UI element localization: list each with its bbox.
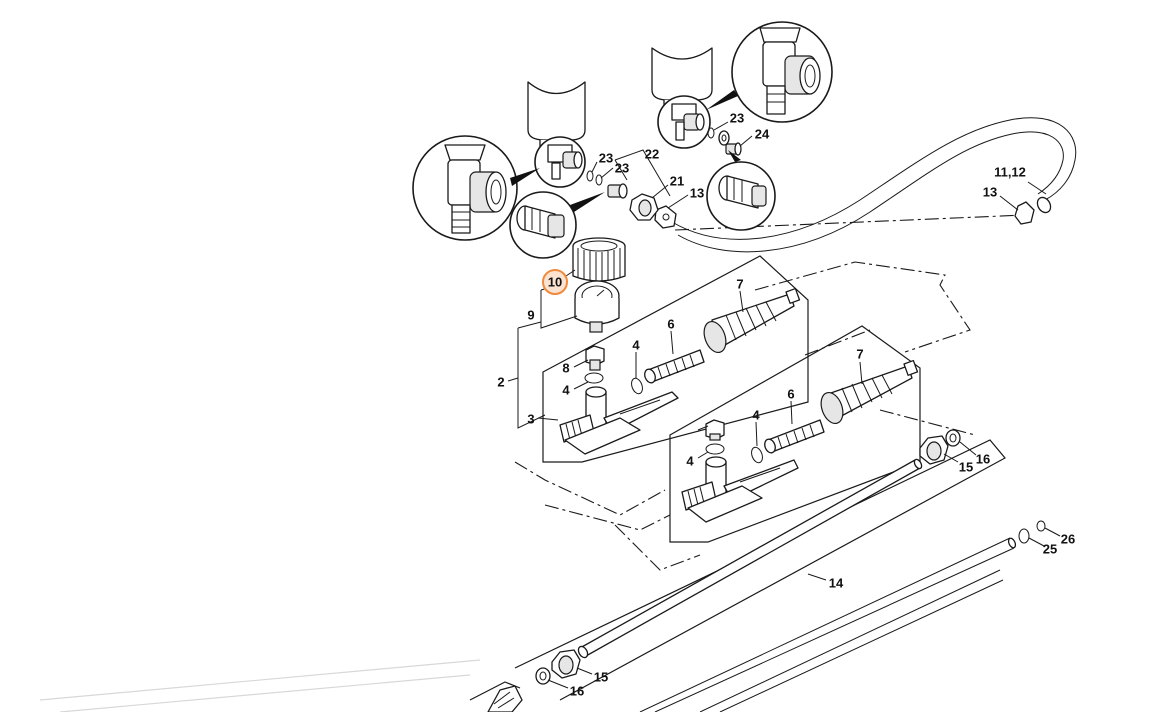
callout-9[interactable]: 9 bbox=[527, 308, 534, 323]
callout-11-12[interactable]: 11,12 bbox=[994, 165, 1026, 180]
o-rings-23-left bbox=[586, 170, 603, 186]
callout-16-left[interactable]: 16 bbox=[570, 684, 584, 699]
gauge-cap-10 bbox=[572, 237, 626, 282]
callout-13-left[interactable]: 13 bbox=[690, 186, 704, 201]
callout-7-lower[interactable]: 7 bbox=[856, 347, 863, 362]
callout-13-right[interactable]: 13 bbox=[983, 185, 997, 200]
o-rings-23-right bbox=[707, 127, 730, 146]
coupling-24 bbox=[725, 142, 742, 156]
callout-3[interactable]: 3 bbox=[527, 412, 534, 427]
callout-14[interactable]: 14 bbox=[829, 576, 844, 591]
callout-4-lower[interactable]: 4 bbox=[752, 408, 760, 423]
hose-nipple-lower bbox=[764, 419, 825, 454]
hose-nipple-upper bbox=[644, 349, 705, 384]
callout-15-left[interactable]: 15 bbox=[594, 670, 608, 685]
callout-6-upper[interactable]: 6 bbox=[667, 317, 674, 332]
valve-box-upper bbox=[542, 255, 809, 463]
union-nut-15-right bbox=[919, 435, 949, 465]
callout-labels: 22 23 23 23 24 21 13 13 11,12 10 9 7 7 6… bbox=[497, 111, 1075, 699]
callout-4-lower-plug[interactable]: 4 bbox=[686, 454, 694, 469]
right-nozzle-fitting bbox=[657, 95, 711, 149]
callout-23-top-left[interactable]: 23 bbox=[599, 151, 613, 166]
callout-2[interactable]: 2 bbox=[497, 375, 504, 390]
plug-lower bbox=[705, 419, 725, 441]
left-nozzle-fitting bbox=[534, 136, 586, 188]
callout-8[interactable]: 8 bbox=[562, 361, 569, 376]
o-ring-lower-b bbox=[705, 443, 725, 455]
valve-body-upper bbox=[559, 386, 679, 455]
o-ring-upper-b bbox=[584, 372, 604, 384]
callout-4-upper[interactable]: 4 bbox=[632, 338, 640, 353]
spray-lance-coupling-upper bbox=[703, 287, 801, 354]
callout-26[interactable]: 26 bbox=[1061, 532, 1075, 547]
callout-6-lower[interactable]: 6 bbox=[787, 387, 794, 402]
callout-7-upper[interactable]: 7 bbox=[736, 277, 743, 292]
callout-10[interactable]: 10 bbox=[548, 275, 562, 290]
plug-8 bbox=[585, 345, 605, 371]
callout-16-right[interactable]: 16 bbox=[976, 452, 990, 467]
o-ring-upper-a bbox=[631, 377, 643, 395]
spray-lance-coupling-lower bbox=[820, 359, 919, 425]
hose-clamp-left bbox=[654, 205, 677, 229]
left-nozzle-detail bbox=[412, 135, 540, 241]
coupling-center bbox=[607, 183, 628, 199]
callout-24[interactable]: 24 bbox=[755, 127, 770, 142]
union-nut-15-left bbox=[551, 649, 581, 679]
o-ring-25 bbox=[1018, 528, 1030, 544]
callout-22[interactable]: 22 bbox=[645, 147, 659, 162]
callout-23-right[interactable]: 23 bbox=[730, 111, 744, 126]
hose-clamp-right bbox=[1014, 201, 1035, 225]
valve-partial-bottom bbox=[469, 681, 523, 712]
quick-coupling-detail-right bbox=[706, 150, 776, 231]
lance-rod-upper bbox=[577, 458, 923, 659]
pressure-gauge-9 bbox=[574, 280, 620, 333]
seal-16-left bbox=[535, 667, 551, 685]
spray-lance-14 bbox=[639, 537, 1017, 712]
callout-4-under-plug[interactable]: 4 bbox=[562, 383, 570, 398]
quick-coupling-detail-left bbox=[509, 191, 605, 259]
o-ring-26 bbox=[1036, 520, 1046, 532]
callout-21[interactable]: 21 bbox=[670, 174, 684, 189]
seal-16-right bbox=[945, 429, 961, 447]
callout-25[interactable]: 25 bbox=[1043, 542, 1057, 557]
union-nut-21 bbox=[629, 193, 659, 221]
valve-body-lower bbox=[681, 456, 799, 523]
right-nozzle-detail bbox=[706, 21, 833, 123]
callout-10-highlighted[interactable]: 10 bbox=[542, 269, 568, 295]
callout-15-right[interactable]: 15 bbox=[959, 460, 973, 475]
o-ring-lower-a bbox=[751, 446, 763, 464]
background-ghost-lines bbox=[39, 659, 481, 712]
hose bbox=[671, 117, 1077, 253]
callout-23-left[interactable]: 23 bbox=[615, 161, 629, 176]
